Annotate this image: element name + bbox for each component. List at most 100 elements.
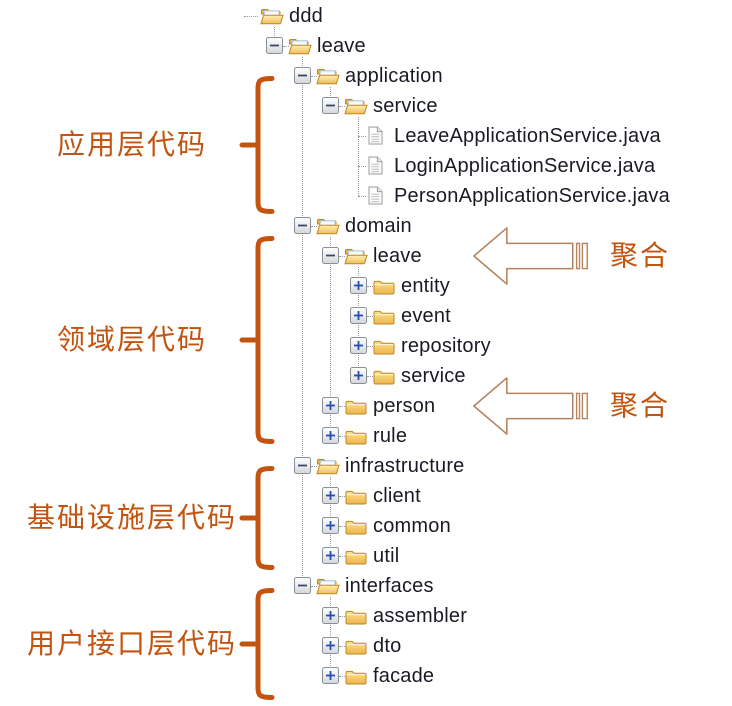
tree-item-label: event bbox=[401, 305, 451, 327]
tree-connector bbox=[311, 586, 317, 587]
expander-plus-icon[interactable] bbox=[322, 487, 339, 504]
tree-connector bbox=[311, 466, 317, 467]
expander-plus-icon[interactable] bbox=[350, 337, 367, 354]
tree-item-label: util bbox=[373, 545, 400, 567]
tree-connector bbox=[283, 46, 289, 47]
expander-plus-icon[interactable] bbox=[322, 667, 339, 684]
tree-item-label: domain bbox=[345, 215, 412, 237]
tree-item-dto[interactable]: dto bbox=[0, 631, 732, 661]
tree-item-label: facade bbox=[373, 665, 435, 687]
tree-item-infrastructure[interactable]: infrastructure bbox=[0, 451, 732, 481]
folder-closed-icon bbox=[345, 488, 367, 505]
tree-item-domain[interactable]: domain bbox=[0, 211, 732, 241]
tree-item-label: PersonApplicationService.java bbox=[394, 185, 670, 207]
tree-item-label: leave bbox=[317, 35, 366, 57]
folder-open-icon bbox=[260, 7, 284, 25]
tree-item-label: service bbox=[373, 95, 438, 117]
expander-plus-icon[interactable] bbox=[350, 307, 367, 324]
tree-item-person[interactable]: person bbox=[0, 391, 732, 421]
tree-connector bbox=[311, 226, 317, 227]
tree-item-label: entity bbox=[401, 275, 451, 297]
tree-item-repository[interactable]: repository bbox=[0, 331, 732, 361]
annotation-application-layer-label: 应用层代码 bbox=[56, 129, 207, 160]
file-icon bbox=[368, 156, 383, 175]
tree-connector bbox=[339, 436, 345, 437]
tree-item-label: person bbox=[373, 395, 436, 417]
tree-connector bbox=[302, 57, 303, 586]
tree-connector bbox=[358, 166, 366, 167]
tree-item-personapplicationservice-java[interactable]: PersonApplicationService.java bbox=[0, 181, 732, 211]
tree-connector bbox=[330, 237, 331, 436]
expander-minus-icon[interactable] bbox=[294, 457, 311, 474]
tree-connector bbox=[358, 196, 366, 197]
tree-connector bbox=[358, 136, 366, 137]
tree-item-facade[interactable]: facade bbox=[0, 661, 732, 691]
expander-plus-icon[interactable] bbox=[322, 397, 339, 414]
expander-plus-icon[interactable] bbox=[322, 517, 339, 534]
tree-connector bbox=[367, 346, 373, 347]
folder-closed-icon bbox=[345, 428, 367, 445]
aggregate-label: 聚合 bbox=[610, 240, 671, 271]
annotation-domain-layer-label: 领域层代码 bbox=[56, 324, 207, 355]
folder-open-icon bbox=[344, 97, 368, 115]
tree-item-label: repository bbox=[401, 335, 491, 357]
tree-connector bbox=[244, 16, 258, 17]
tree-item-event[interactable]: event bbox=[0, 301, 732, 331]
tree-item-label: client bbox=[373, 485, 421, 507]
tree-item-entity[interactable]: entity bbox=[0, 271, 732, 301]
folder-closed-icon bbox=[345, 398, 367, 415]
brace-application-layer bbox=[239, 76, 275, 214]
file-icon bbox=[368, 126, 383, 145]
aggregate-label: 聚合 bbox=[610, 390, 671, 421]
tree-item-service[interactable]: service bbox=[0, 361, 732, 391]
expander-minus-icon[interactable] bbox=[322, 247, 339, 264]
tree-item-leave[interactable]: leave bbox=[0, 31, 732, 61]
expander-plus-icon[interactable] bbox=[322, 607, 339, 624]
tree-item-util[interactable]: util bbox=[0, 541, 732, 571]
tree-item-label: application bbox=[345, 65, 443, 87]
brace-interface-layer bbox=[239, 588, 275, 700]
folder-closed-icon bbox=[345, 518, 367, 535]
folder-closed-icon bbox=[373, 338, 395, 355]
folder-open-icon bbox=[316, 457, 340, 475]
tree-item-ddd[interactable]: ddd bbox=[0, 1, 732, 31]
tree-item-client[interactable]: client bbox=[0, 481, 732, 511]
folder-open-icon bbox=[288, 37, 312, 55]
tree-item-application[interactable]: application bbox=[0, 61, 732, 91]
expander-plus-icon[interactable] bbox=[350, 367, 367, 384]
tree-connector bbox=[339, 556, 345, 557]
expander-plus-icon[interactable] bbox=[322, 547, 339, 564]
tree-item-leaveapplicationservice-java[interactable]: LeaveApplicationService.java bbox=[0, 121, 732, 151]
expander-plus-icon[interactable] bbox=[322, 637, 339, 654]
expander-minus-icon[interactable] bbox=[294, 577, 311, 594]
folder-open-icon bbox=[316, 67, 340, 85]
tree-connector bbox=[330, 597, 331, 676]
tree-item-rule[interactable]: rule bbox=[0, 421, 732, 451]
tree-item-service[interactable]: service bbox=[0, 91, 732, 121]
tree-item-leave[interactable]: leave bbox=[0, 241, 732, 271]
tree-item-assembler[interactable]: assembler bbox=[0, 601, 732, 631]
expander-minus-icon[interactable] bbox=[294, 217, 311, 234]
expander-minus-icon[interactable] bbox=[266, 37, 283, 54]
brace-domain-layer bbox=[239, 236, 275, 444]
tree-item-interfaces[interactable]: interfaces bbox=[0, 571, 732, 601]
expander-minus-icon[interactable] bbox=[322, 97, 339, 114]
tree-item-label: infrastructure bbox=[345, 455, 465, 477]
tree-item-loginapplicationservice-java[interactable]: LoginApplicationService.java bbox=[0, 151, 732, 181]
annotation-infrastructure-layer-label: 基础设施层代码 bbox=[26, 502, 237, 533]
tree-item-label: dto bbox=[373, 635, 402, 657]
tree-connector bbox=[367, 316, 373, 317]
tree-connector bbox=[339, 616, 345, 617]
expander-minus-icon[interactable] bbox=[294, 67, 311, 84]
tree-connector bbox=[330, 87, 331, 106]
tree-connector bbox=[311, 76, 317, 77]
folder-closed-icon bbox=[373, 278, 395, 295]
folder-closed-icon bbox=[345, 668, 367, 685]
tree-item-common[interactable]: common bbox=[0, 511, 732, 541]
expander-plus-icon[interactable] bbox=[322, 427, 339, 444]
tree-item-label: assembler bbox=[373, 605, 468, 627]
expander-plus-icon[interactable] bbox=[350, 277, 367, 294]
tree-connector bbox=[339, 496, 345, 497]
brace-infrastructure-layer bbox=[239, 466, 275, 570]
